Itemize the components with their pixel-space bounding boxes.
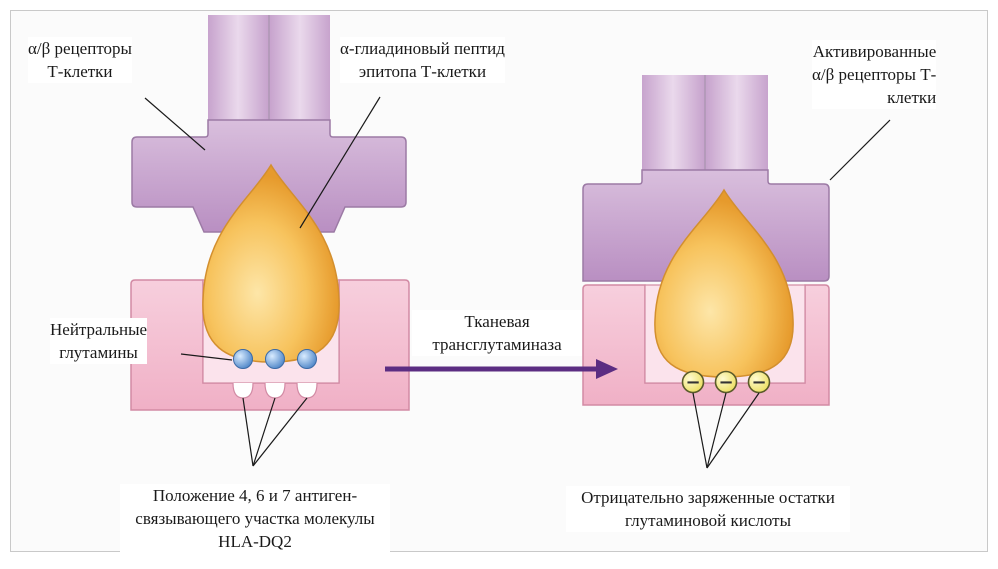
- label-enzyme-line-1: Тканевая: [412, 310, 582, 333]
- glutamine-bead-1: [234, 350, 253, 369]
- label-neutral-glutamines-line-2: глутамины: [50, 341, 147, 364]
- label-positions: Положение 4, 6 и 7 антиген- связывающего…: [120, 484, 390, 553]
- label-peptide: α-глиадиновый пептид эпитопа Т-клетки: [340, 37, 505, 83]
- label-tcr-left-line-2: Т-клетки: [28, 60, 132, 83]
- label-enzyme: Тканевая трансглутаминаза: [412, 310, 582, 356]
- glutamine-bead-3: [298, 350, 317, 369]
- label-activated-tcr-line-3: клетки: [812, 86, 936, 109]
- label-positions-line-2: связывающего участка молекулы: [120, 507, 390, 530]
- label-negative-residues-line-2: глутаминовой кислоты: [566, 509, 850, 532]
- charge-sign-1: −: [685, 372, 700, 393]
- label-peptide-line-2: эпитопа Т-клетки: [340, 60, 505, 83]
- label-enzyme-line-2: трансглутаминаза: [412, 333, 582, 356]
- label-positions-line-1: Положение 4, 6 и 7 антиген-: [120, 484, 390, 507]
- label-activated-tcr: Активированные α/β рецепторы Т- клетки: [812, 40, 936, 109]
- glutamine-bead-2: [266, 350, 285, 369]
- label-activated-tcr-line-1: Активированные: [812, 40, 936, 63]
- charge-sign-2: −: [718, 372, 733, 393]
- label-tcr-left: α/β рецепторы Т-клетки: [28, 37, 132, 83]
- charge-sign-3: −: [751, 372, 766, 393]
- label-positions-line-3: HLA-DQ2: [120, 530, 390, 553]
- label-negative-residues: Отрицательно заряженные остатки глутамин…: [566, 486, 850, 532]
- label-tcr-left-line-1: α/β рецепторы: [28, 37, 132, 60]
- right-complex: − − −: [583, 75, 829, 405]
- label-peptide-line-1: α-глиадиновый пептид: [340, 37, 505, 60]
- label-activated-tcr-line-2: α/β рецепторы Т-: [812, 63, 936, 86]
- label-neutral-glutamines: Нейтральные глутамины: [50, 318, 147, 364]
- label-negative-residues-line-1: Отрицательно заряженные остатки: [566, 486, 850, 509]
- label-neutral-glutamines-line-1: Нейтральные: [50, 318, 147, 341]
